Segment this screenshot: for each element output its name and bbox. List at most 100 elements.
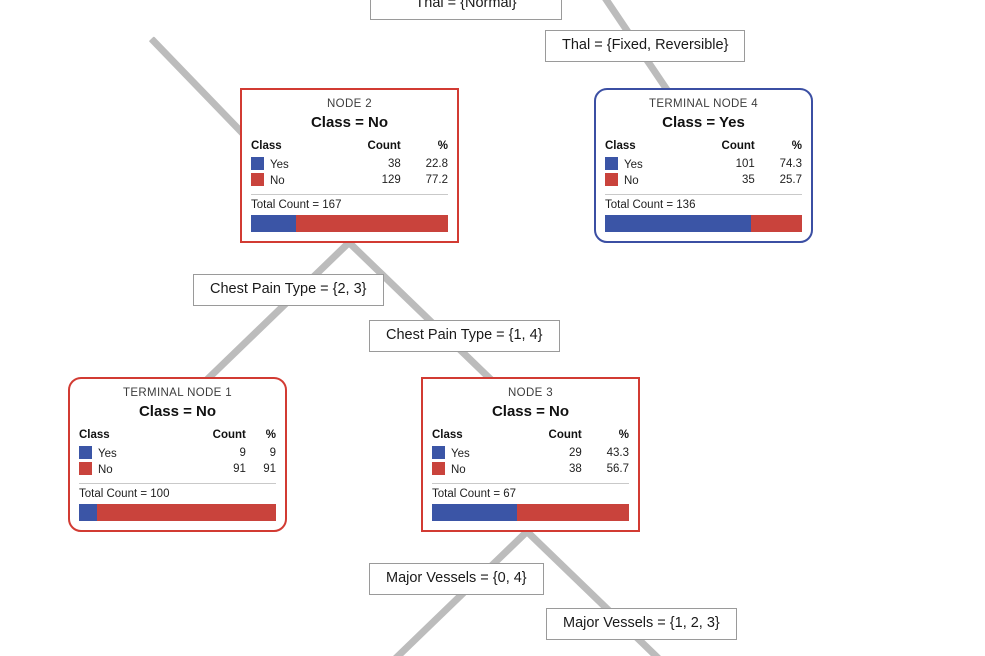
count-cell: 38 xyxy=(568,463,582,476)
column-header-class: Class xyxy=(432,429,463,442)
table-row: No 129 77.2 xyxy=(251,172,448,188)
class-label: Yes xyxy=(451,448,470,461)
legend-swatch-yes-icon xyxy=(605,157,618,171)
count-cell: 129 xyxy=(381,174,401,187)
table-row: No 91 91 xyxy=(79,461,276,477)
total-count-label: Total Count = 136 xyxy=(605,199,696,212)
split-label-major-vessels-1-2-3[interactable]: Major Vessels = {1, 2, 3} xyxy=(546,608,737,640)
distribution-bar-segment-no xyxy=(517,504,629,522)
table-row: No 38 56.7 xyxy=(432,461,629,477)
legend-swatch-yes-icon xyxy=(79,446,92,460)
split-label-major-vessels-0-4[interactable]: Major Vessels = {0, 4} xyxy=(369,563,544,595)
count-cell: 35 xyxy=(741,174,755,187)
node-total-section: Total Count = 167 xyxy=(251,194,448,233)
percent-cell: 43.3 xyxy=(606,447,629,460)
legend-swatch-no-icon xyxy=(605,173,618,187)
class-label: No xyxy=(98,464,113,477)
node-title: NODE 2 xyxy=(327,98,372,110)
class-label: Yes xyxy=(98,448,117,461)
percent-cell: 91 xyxy=(263,463,276,476)
percent-cell: 56.7 xyxy=(606,463,629,476)
class-label: No xyxy=(270,175,285,188)
distribution-bar xyxy=(251,215,448,233)
class-cell: Yes xyxy=(605,156,685,172)
distribution-bar-segment-yes xyxy=(79,504,97,522)
column-header-count: Count xyxy=(721,140,755,153)
class-label: Yes xyxy=(624,159,643,172)
legend-swatch-yes-icon xyxy=(432,446,445,460)
class-cell: No xyxy=(251,172,331,188)
table-header-row: Class Count% xyxy=(432,429,629,445)
percent-cell: 25.7 xyxy=(779,174,802,187)
column-header-count: Count xyxy=(548,429,582,442)
node-title: TERMINAL NODE 4 xyxy=(649,98,758,110)
column-header-percent: % xyxy=(618,429,629,442)
table-header-row: Class Count% xyxy=(251,140,448,156)
node-total-section: Total Count = 136 xyxy=(605,194,802,233)
column-header-percent: % xyxy=(791,140,802,153)
node-total-section: Total Count = 100 xyxy=(79,483,276,522)
split-label-chest-pain-type-2-3[interactable]: Chest Pain Type = {2, 3} xyxy=(193,274,384,306)
table-row: Yes 29 43.3 xyxy=(432,445,629,461)
total-count-label: Total Count = 67 xyxy=(432,488,517,501)
split-label-thal-fixed-reversible[interactable]: Thal = {Fixed, Reversible} xyxy=(545,30,746,62)
legend-swatch-no-icon xyxy=(251,173,264,187)
distribution-bar-segment-no xyxy=(295,215,448,233)
table-row: Yes 101 74.3 xyxy=(605,156,802,172)
class-label: No xyxy=(451,464,466,477)
table-header-row: Class Count% xyxy=(605,140,802,156)
count-cell: 91 xyxy=(233,463,246,476)
node-class-label: Class = Yes xyxy=(662,114,745,132)
column-header-class: Class xyxy=(251,140,282,153)
legend-swatch-yes-icon xyxy=(251,157,264,171)
split-label-chest-pain-type-1-4[interactable]: Chest Pain Type = {1, 4} xyxy=(369,320,560,352)
legend-swatch-no-icon xyxy=(79,462,92,476)
percent-cell: 22.8 xyxy=(425,158,448,171)
distribution-bar xyxy=(79,504,276,522)
class-cell: Yes xyxy=(251,156,331,172)
node-title: NODE 3 xyxy=(508,387,553,399)
distribution-bar-segment-yes xyxy=(251,215,296,233)
class-label: Yes xyxy=(270,159,289,172)
class-cell: Yes xyxy=(79,445,168,461)
count-cell: 38 xyxy=(387,158,401,171)
node-total-section: Total Count = 67 xyxy=(432,483,629,522)
table-row: No 35 25.7 xyxy=(605,172,802,188)
percent-cell: 74.3 xyxy=(779,158,802,171)
column-header-count: Count xyxy=(212,429,246,442)
class-cell: No xyxy=(79,461,168,477)
node-class-label: Class = No xyxy=(310,114,389,132)
class-cell: No xyxy=(605,172,685,188)
class-cell: Yes xyxy=(432,445,512,461)
count-cell: 101 xyxy=(735,158,755,171)
column-header-class: Class xyxy=(605,140,636,153)
column-header-class: Class xyxy=(79,429,110,442)
percent-cell: 9 xyxy=(269,447,276,460)
node-class-label: Class = No xyxy=(491,403,570,421)
percent-cell: 77.2 xyxy=(425,174,448,187)
table-row: Yes 38 22.8 xyxy=(251,156,448,172)
column-header-count: Count xyxy=(367,140,401,153)
distribution-bar-segment-no xyxy=(96,504,276,522)
column-header-percent: % xyxy=(437,140,448,153)
class-cell: No xyxy=(432,461,512,477)
distribution-bar xyxy=(605,215,802,233)
total-count-label: Total Count = 100 xyxy=(79,488,170,501)
count-cell: 29 xyxy=(568,447,582,460)
split-label-thal-normal[interactable]: Thal = {Normal} xyxy=(370,0,562,20)
node-class-label: Class = No xyxy=(138,403,217,421)
distribution-bar-segment-no xyxy=(751,215,802,233)
class-label: No xyxy=(624,175,639,188)
distribution-bar-segment-yes xyxy=(432,504,518,522)
